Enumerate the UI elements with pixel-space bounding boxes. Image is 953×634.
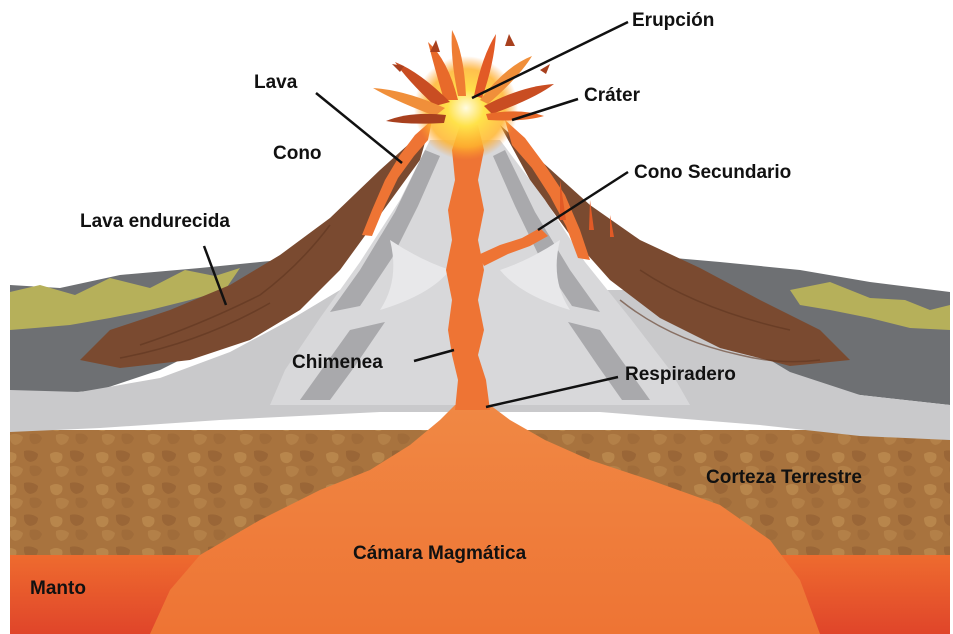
label-cono-secundario: Cono Secundario	[634, 162, 791, 183]
label-lava: Lava	[254, 72, 298, 93]
label-erupcion: Erupción	[632, 10, 714, 31]
label-cono: Cono	[273, 143, 322, 164]
label-camara-magmatica: Cámara Magmática	[353, 543, 527, 564]
label-respiradero: Respiradero	[625, 364, 736, 385]
label-corteza-terrestre: Corteza Terrestre	[706, 467, 862, 488]
label-lava-endurecida: Lava endurecida	[80, 211, 230, 232]
label-crater: Cráter	[584, 85, 641, 106]
label-chimenea: Chimenea	[292, 352, 383, 373]
label-manto: Manto	[30, 578, 86, 599]
